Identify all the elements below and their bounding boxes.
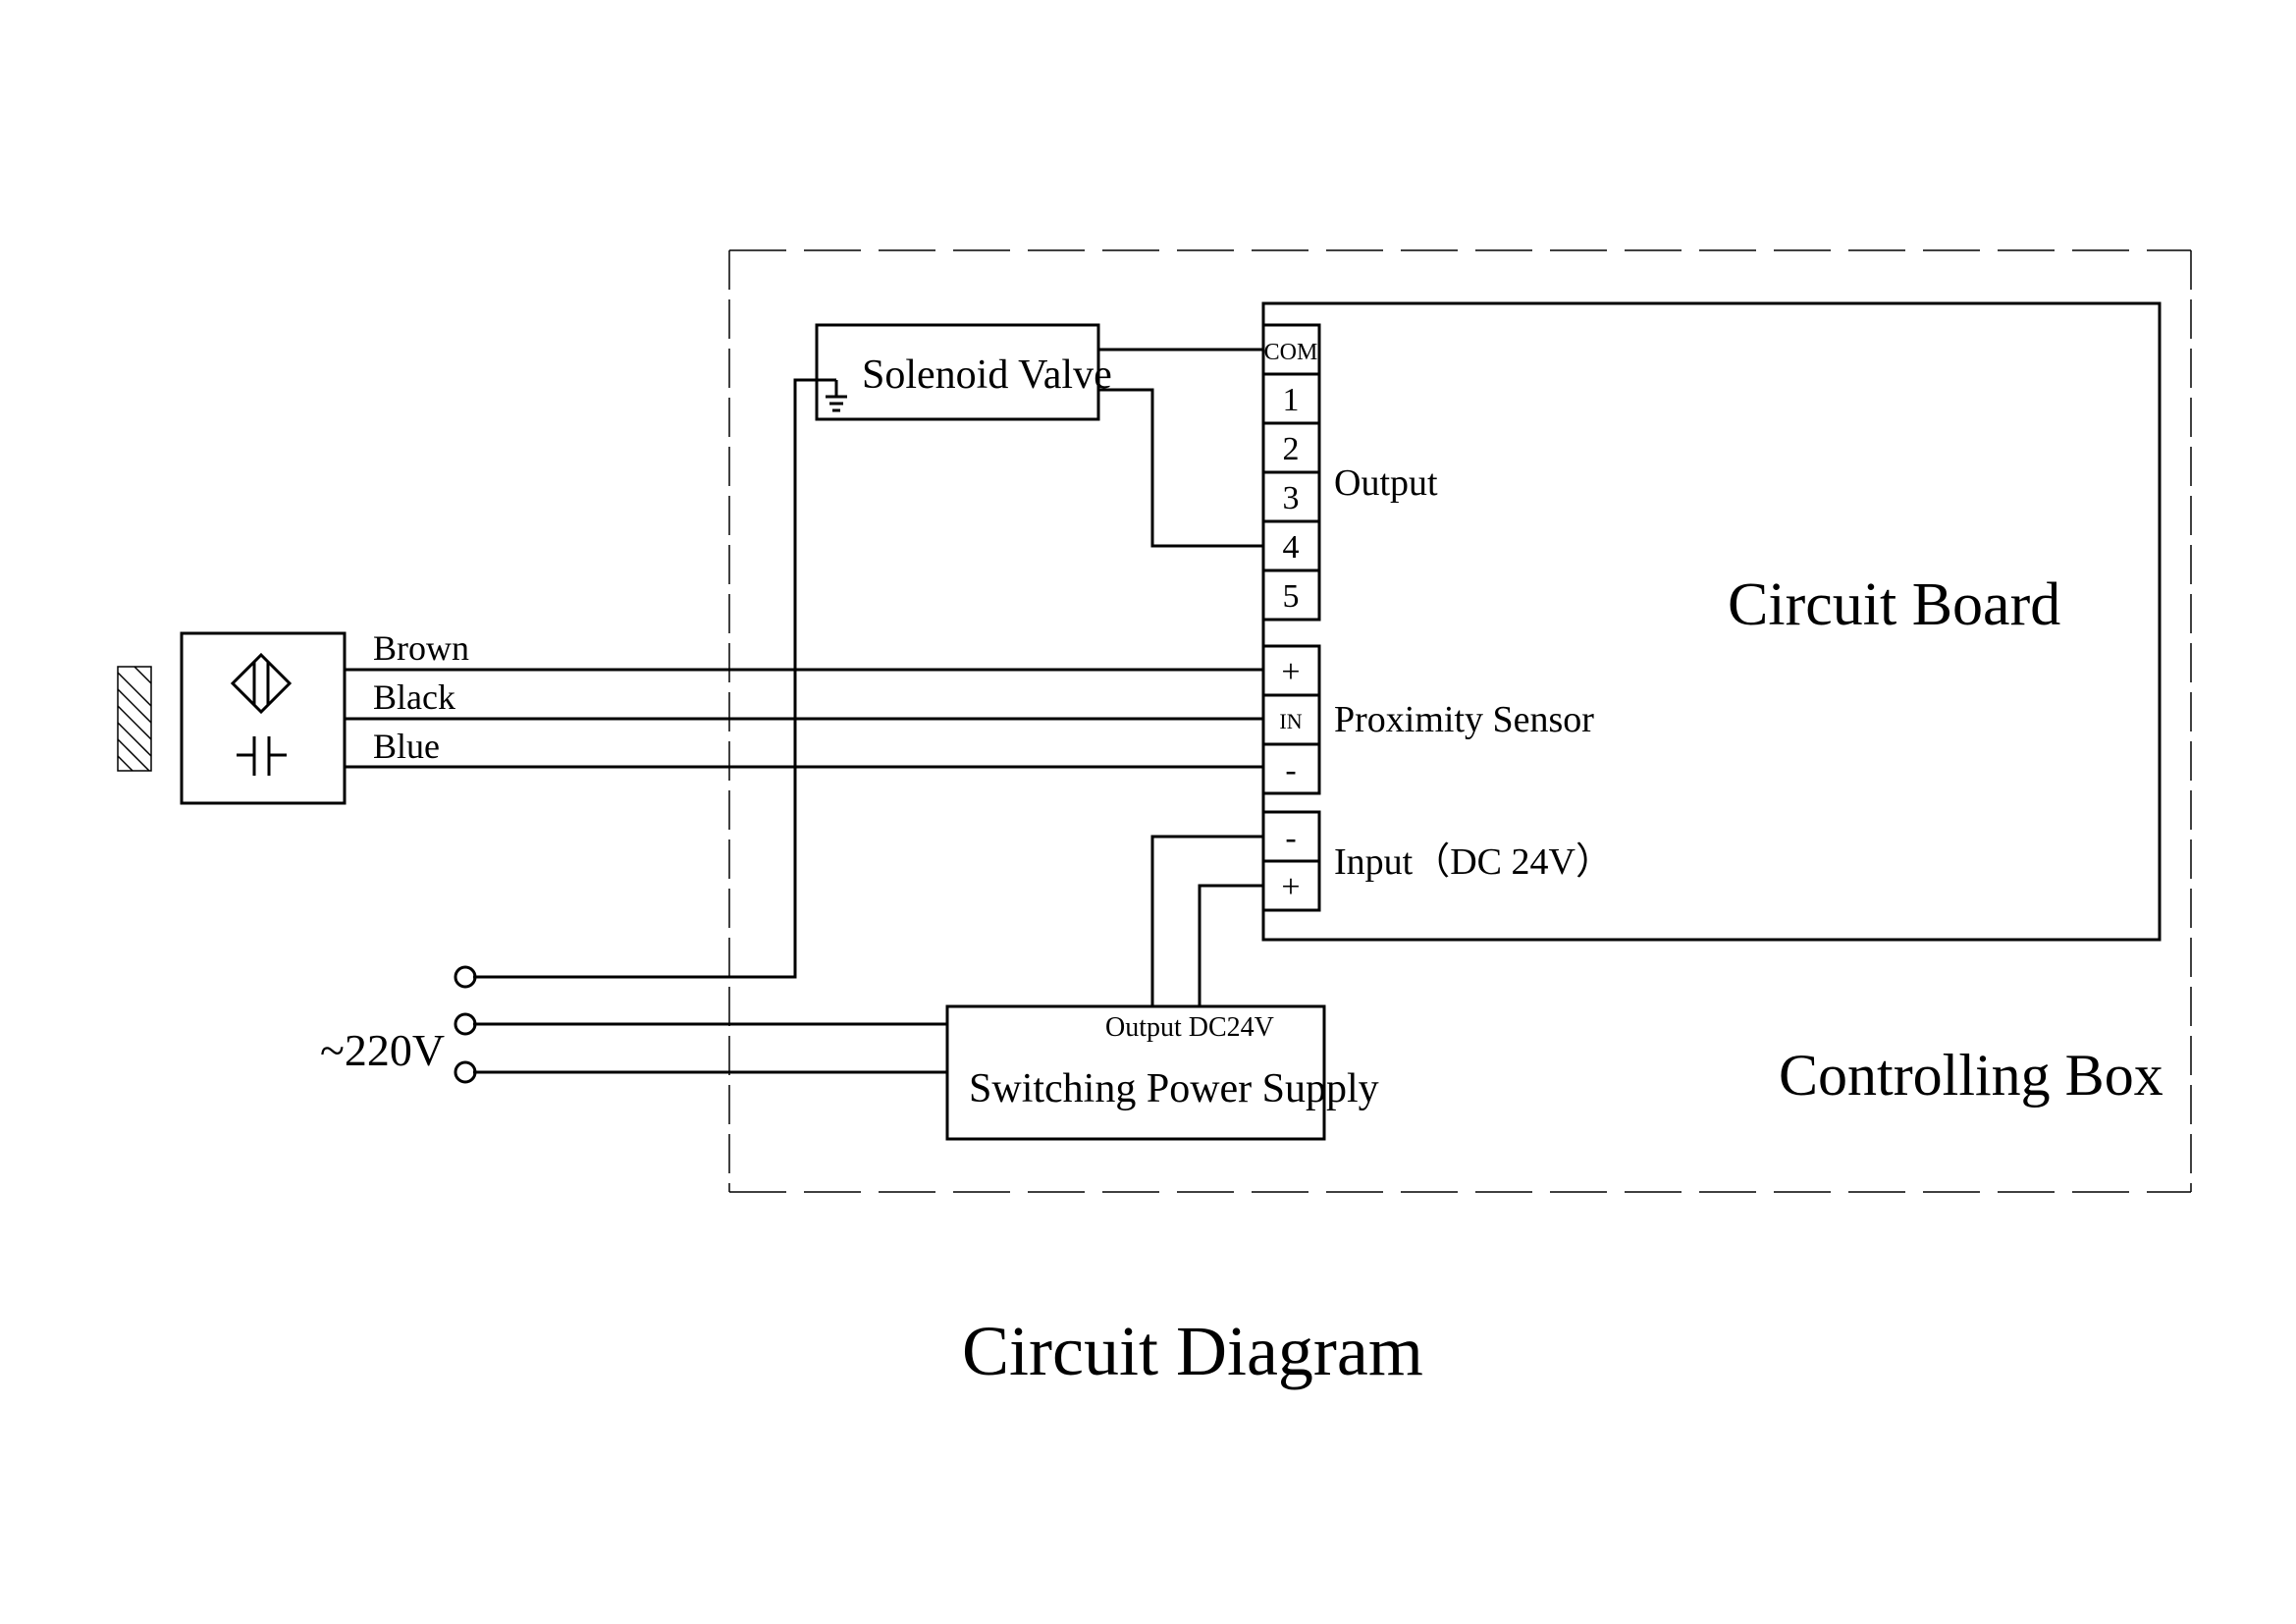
terminal-prox-minus-label: -: [1285, 752, 1296, 788]
wire-label-black: Black: [373, 677, 455, 717]
mains-voltage-label: ~220V: [320, 1025, 445, 1075]
terminal-prox-in-label: IN: [1279, 709, 1302, 733]
wires: [345, 348, 1263, 1074]
wire-solenoid-terminal-4: [1098, 388, 1263, 548]
wire-dc-plus: [1198, 884, 1263, 1006]
solenoid-valve: Solenoid Valve: [815, 323, 1112, 421]
output-group-label: Output: [1334, 462, 1438, 504]
terminal-2-label: 2: [1283, 431, 1300, 467]
sensor-diamond-icon: [230, 652, 293, 715]
terminal-5[interactable]: [1261, 568, 1321, 622]
terminal-prox-plus-label: +: [1281, 654, 1300, 690]
controlling-box: Controlling Box: [728, 249, 2192, 1193]
ground-icon: [826, 380, 847, 412]
proximity-sensor: Brown Black Blue: [117, 628, 469, 805]
circuit-board-label: Circuit Board: [1728, 571, 2060, 638]
solenoid-valve-label: Solenoid Valve: [862, 352, 1112, 398]
switching-power-supply: Output DC24V Switching Power Supply: [945, 1004, 1379, 1141]
circuit-board-outline: [1261, 301, 2162, 942]
proximity-group-label: Proximity Sensor: [1334, 699, 1594, 740]
mains-terminal-ground[interactable]: [454, 965, 477, 989]
mains-terminal-l[interactable]: [454, 1012, 477, 1036]
wire-ground-mains: [473, 378, 836, 979]
terminal-input-minus-label: -: [1285, 820, 1296, 856]
wire-label-blue: Blue: [373, 727, 440, 766]
terminal-4-label: 4: [1283, 529, 1300, 566]
circuit-board: Circuit Board COM 1 2 3 4 5 Output + IN …: [1261, 301, 2162, 942]
power-supply-box[interactable]: [945, 1004, 1326, 1141]
diagram-title: Circuit Diagram: [962, 1312, 1423, 1390]
power-supply-output-label: Output DC24V: [1105, 1012, 1274, 1043]
terminal-5-label: 5: [1283, 578, 1300, 615]
capacitor-icon: [237, 736, 287, 776]
wire-dc-minus: [1150, 835, 1263, 1006]
terminal-3-label: 3: [1283, 480, 1300, 516]
controlling-box-label: Controlling Box: [1779, 1043, 2163, 1108]
mains-terminal-n[interactable]: [454, 1060, 477, 1084]
solenoid-valve-box[interactable]: [815, 323, 1100, 421]
wire-label-brown: Brown: [373, 628, 469, 668]
hatch-pattern: [117, 666, 152, 772]
terminal-com-label: COM: [1264, 340, 1318, 365]
output-terminal-block: COM 1 2 3 4 5 Output: [1261, 323, 1438, 622]
terminal-prox-minus[interactable]: [1261, 742, 1321, 795]
terminal-1-label: 1: [1283, 382, 1300, 418]
proximity-terminal-block: + IN - Proximity Sensor: [1261, 644, 1594, 795]
input-group-label: Input（DC 24V）: [1334, 841, 1613, 883]
mains-terminals: ~220V: [320, 965, 477, 1084]
power-supply-label: Switching Power Supply: [969, 1066, 1379, 1111]
input-terminal-block: - + Input（DC 24V）: [1261, 810, 1613, 912]
terminal-input-plus-label: +: [1281, 869, 1300, 905]
